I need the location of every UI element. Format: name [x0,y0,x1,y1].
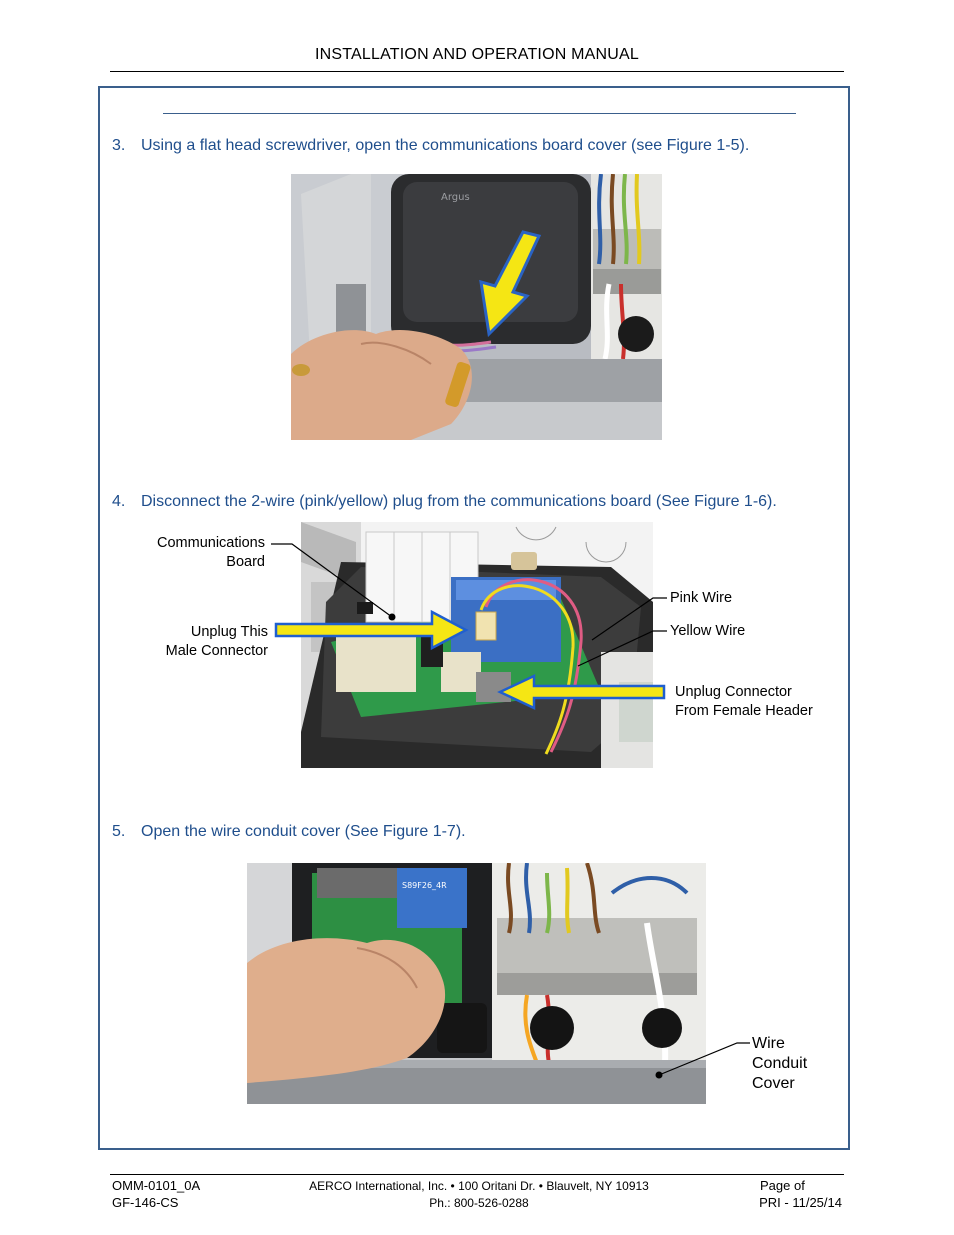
step-5-text: Open the wire conduit cover (See Figure … [141,823,466,840]
step-4-text: Disconnect the 2-wire (pink/yellow) plug… [141,493,777,510]
label-conduit-line2: Conduit [752,1055,808,1072]
hand [291,329,472,440]
label-comm-line1: Communications [157,535,265,551]
content-frame [98,86,850,1150]
label-conduit-line3: Cover [752,1075,795,1092]
page-indicator: Page of [760,1178,805,1193]
yellow-arrow [479,230,542,338]
figure-1-5-photo: Argus [291,174,662,440]
conduit-cover-leader [655,1042,750,1079]
male-connector-arrow [274,609,469,651]
label-yellow-wire: Yellow Wire [670,623,746,639]
comm-board-leader [271,543,396,621]
argus-logo-text: Argus [441,192,470,203]
label-wire-conduit-cover: Wire Conduit Cover [752,1034,807,1094]
female-header-arrow [497,674,666,710]
step-5-number: 5. [112,823,126,840]
label-communications-board: Communications Board [130,534,265,572]
footer-divider [110,1174,844,1175]
label-unplug-female-line1: Unplug Connector [675,684,792,700]
step-4-number: 4. [112,493,126,510]
yellow-wire-leader [577,630,667,667]
label-unplug-male-line2: Male Connector [165,643,268,659]
step-5: 5. Open the wire conduit cover (See Figu… [112,823,832,843]
transformer-text: S89F26_4R [402,881,447,890]
hand [247,938,446,1083]
label-unplug-female: Unplug Connector From Female Header [675,683,813,721]
step-3: 3. Using a flat head screwdriver, open t… [112,137,832,157]
pink-wire-leader [591,597,667,641]
header-divider [110,71,844,72]
label-comm-line2: Board [226,554,265,570]
section-divider [163,113,796,114]
label-unplug-male: Unplug This Male Connector [130,623,268,661]
step-3-text: Using a flat head screwdriver, open the … [141,137,750,154]
figure-1-7-photo: S89F26_4R [247,863,706,1104]
manual-title: INSTALLATION AND OPERATION MANUAL [315,46,639,63]
form-number: GF-146-CS [112,1195,179,1210]
step-3-number: 3. [112,137,126,154]
step-4: 4. Disconnect the 2-wire (pink/yellow) p… [112,493,832,513]
label-unplug-male-line1: Unplug This [190,624,268,640]
company-phone: Ph.: 800-526-0288 [429,1196,529,1210]
doc-number: OMM-0101_0A [112,1178,201,1193]
revision-date: PRI - 11/25/14 [759,1195,842,1210]
label-conduit-line1: Wire [752,1035,785,1052]
company-address: AERCO International, Inc. • 100 Oritani … [309,1179,649,1193]
label-pink-wire: Pink Wire [670,590,733,606]
label-unplug-female-line2: From Female Header [675,703,813,719]
